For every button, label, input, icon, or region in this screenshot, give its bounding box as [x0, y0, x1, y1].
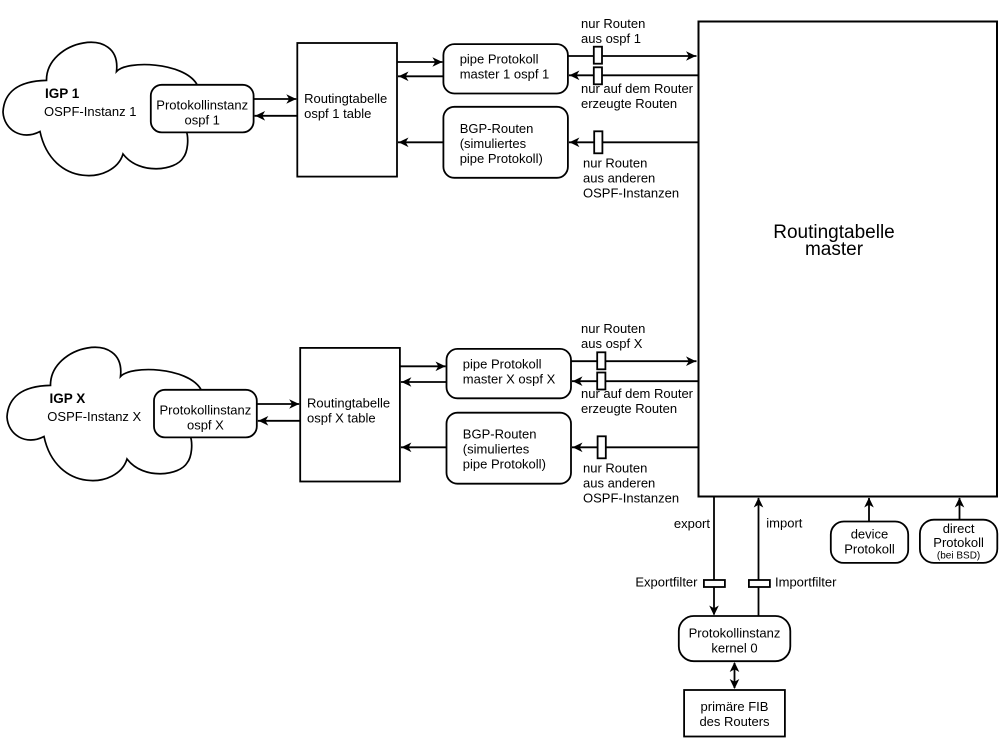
svg-text:OSPF-Instanz 1: OSPF-Instanz 1: [44, 104, 136, 119]
svg-text:Exportfilter: Exportfilter: [635, 575, 698, 590]
svg-text:nur Routen: nur Routen: [581, 321, 645, 336]
svg-text:pipe Protokoll): pipe Protokoll): [463, 457, 546, 472]
svg-text:master 1 ospf 1: master 1 ospf 1: [460, 67, 550, 82]
svg-text:erzeugte Routen: erzeugte Routen: [581, 96, 677, 111]
svg-text:(simuliertes: (simuliertes: [463, 442, 530, 457]
svg-text:des Routers: des Routers: [699, 714, 770, 729]
svg-text:Routingtabelle: Routingtabelle: [307, 396, 390, 411]
svg-text:BGP-Routen: BGP-Routen: [463, 427, 537, 442]
svg-text:IGP X: IGP X: [50, 391, 86, 406]
svg-text:master X ospf X: master X ospf X: [463, 372, 556, 387]
svg-text:master: master: [805, 239, 864, 260]
svg-text:IGP 1: IGP 1: [45, 86, 80, 101]
svg-text:nur Routen: nur Routen: [581, 16, 645, 31]
svg-text:Protokoll: Protokoll: [844, 542, 895, 557]
svg-text:aus anderen: aus anderen: [583, 475, 655, 490]
svg-text:OSPF-Instanzen: OSPF-Instanzen: [583, 490, 679, 505]
svg-text:BGP-Routen: BGP-Routen: [460, 121, 534, 136]
svg-text:pipe Protokoll: pipe Protokoll: [460, 52, 539, 67]
svg-text:Protokollinstanz: Protokollinstanz: [689, 626, 781, 641]
svg-text:Routingtabelle: Routingtabelle: [773, 222, 894, 243]
svg-text:ospf 1 table: ospf 1 table: [304, 106, 371, 121]
svg-text:pipe Protokoll): pipe Protokoll): [460, 151, 543, 166]
svg-text:direct: direct: [943, 521, 975, 536]
svg-text:pipe Protokoll: pipe Protokoll: [463, 357, 542, 372]
svg-text:aus ospf 1: aus ospf 1: [581, 31, 641, 46]
svg-text:export: export: [674, 516, 711, 531]
svg-text:Protokollinstanz: Protokollinstanz: [156, 98, 248, 113]
svg-text:aus anderen: aus anderen: [583, 171, 655, 186]
svg-text:Protokollinstanz: Protokollinstanz: [160, 403, 252, 418]
svg-text:Routingtabelle: Routingtabelle: [304, 91, 387, 106]
svg-text:nur Routen: nur Routen: [583, 461, 647, 476]
svg-text:primäre FIB: primäre FIB: [701, 699, 769, 714]
svg-text:import: import: [766, 516, 803, 531]
svg-text:nur auf dem Router: nur auf dem Router: [581, 81, 694, 96]
svg-text:OSPF-Instanzen: OSPF-Instanzen: [583, 186, 679, 201]
svg-text:nur auf dem Router: nur auf dem Router: [581, 386, 694, 401]
svg-text:(bei BSD): (bei BSD): [937, 550, 980, 561]
svg-text:ospf X: ospf X: [187, 418, 224, 433]
svg-text:ospf 1: ospf 1: [184, 113, 219, 128]
svg-text:OSPF-Instanz X: OSPF-Instanz X: [47, 409, 141, 424]
svg-text:erzeugte Routen: erzeugte Routen: [581, 401, 677, 416]
svg-text:ospf X table: ospf X table: [307, 411, 376, 426]
svg-text:Protokoll: Protokoll: [933, 535, 984, 550]
svg-text:aus ospf X: aus ospf X: [581, 336, 643, 351]
svg-text:(simuliertes: (simuliertes: [460, 136, 527, 151]
svg-text:nur Routen: nur Routen: [583, 156, 647, 171]
svg-text:kernel 0: kernel 0: [711, 641, 757, 656]
svg-text:Importfilter: Importfilter: [775, 575, 837, 590]
svg-text:device: device: [851, 527, 889, 542]
